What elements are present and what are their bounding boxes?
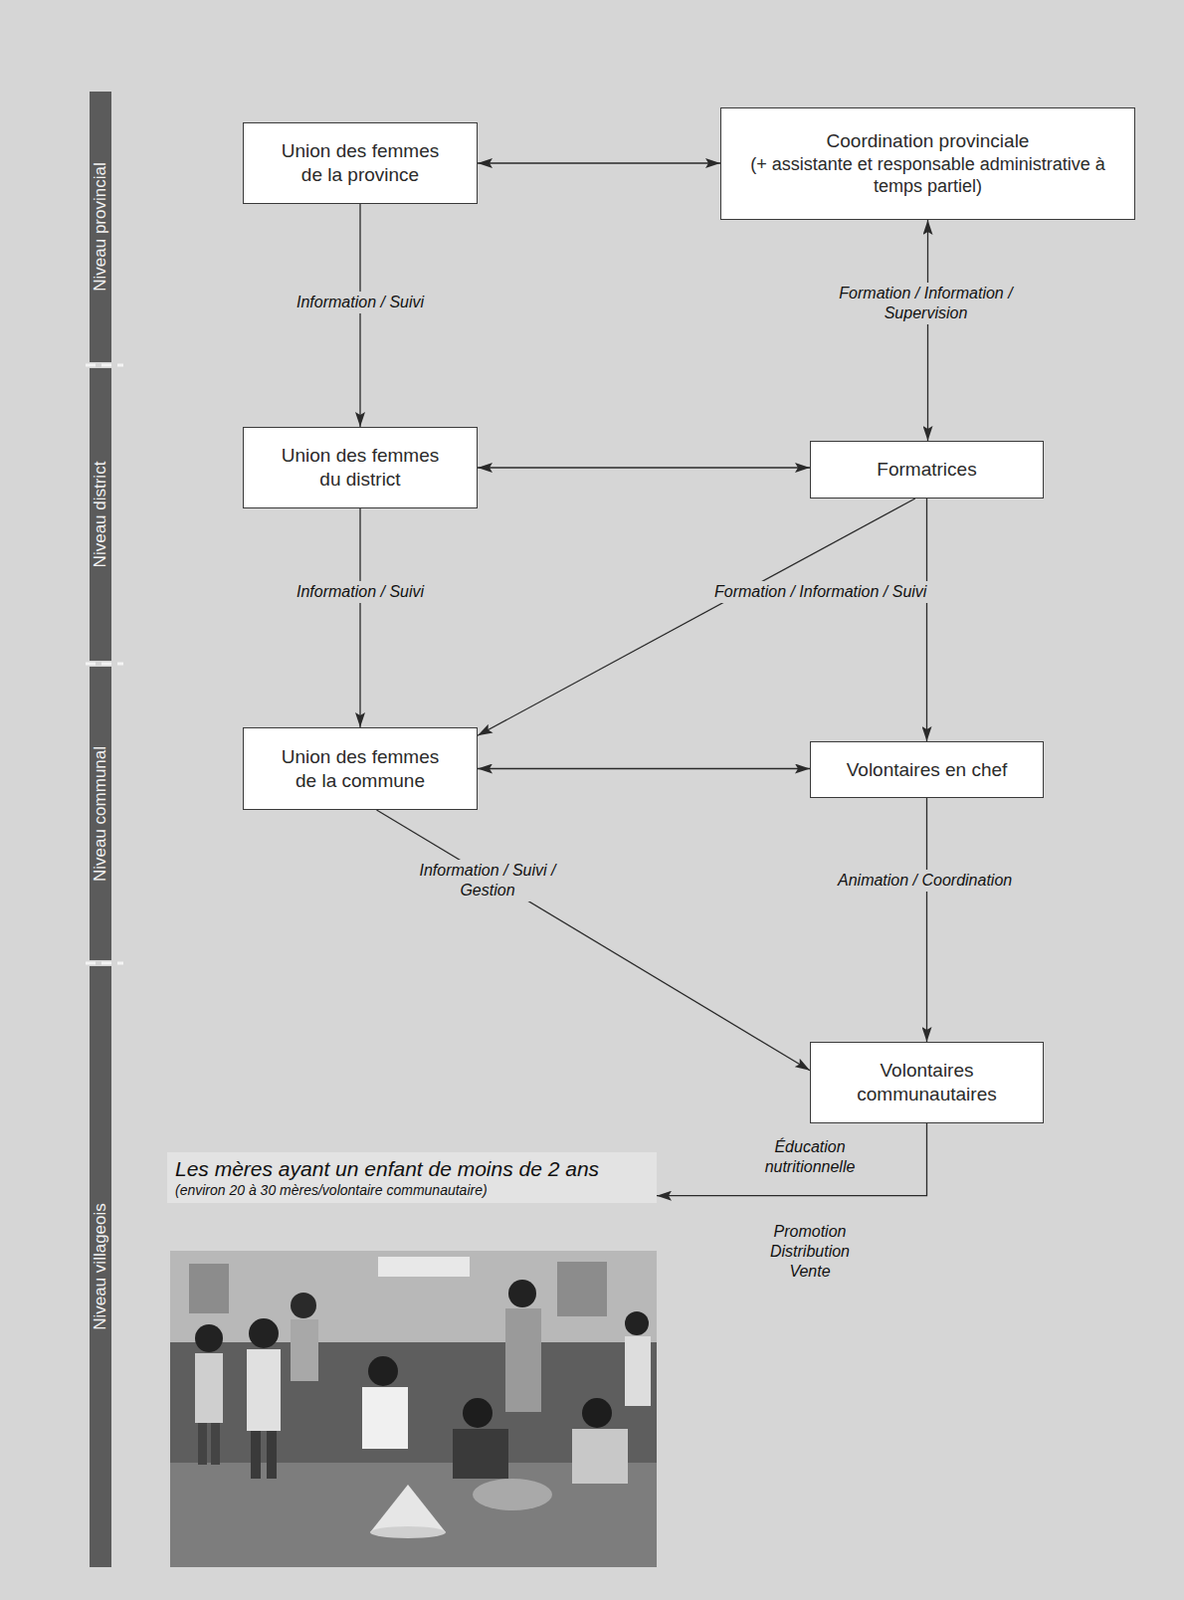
edge-label: Formation / Information / Supervision — [814, 282, 1037, 325]
photo-shape — [85, 364, 124, 368]
process-box: Formatrices — [809, 440, 1044, 499]
photo-shape — [85, 662, 124, 666]
node-text: (+ assistante et responsable administrat… — [735, 153, 1121, 198]
edge-label: Information / Suivi — [292, 581, 428, 603]
process-box: Union des femmes de la province — [242, 122, 478, 204]
edge-label: Information / Suivi / Gestion — [398, 859, 577, 902]
level-label: Niveau communal — [90, 745, 111, 881]
node-text: Volontaires communautaires — [842, 1058, 1012, 1107]
photo-shape — [195, 1353, 223, 1423]
node-text: Coordination provinciale — [826, 129, 1030, 154]
process-box: Union des femmes du district — [242, 426, 478, 509]
node-text: Volontaires en chef — [846, 758, 1008, 783]
photo-shape — [624, 1336, 651, 1406]
photo-shape — [170, 1250, 657, 1568]
photo-shape — [362, 1386, 408, 1449]
photo-shape — [624, 1311, 649, 1336]
level-band: Niveau district — [89, 368, 112, 661]
edge-label: Information / Suivi — [292, 291, 428, 314]
photo-shape — [378, 1256, 470, 1277]
edge-label: Éducation nutritionnelle — [746, 1136, 874, 1179]
process-box: Union des femmes de la commune — [242, 727, 478, 810]
photo-shape — [248, 1318, 279, 1349]
connector — [359, 203, 361, 427]
photo-shape — [582, 1397, 612, 1428]
node-text: Les mères ayant un enfant de moins de 2 … — [175, 1156, 649, 1182]
photo-shape — [246, 1349, 281, 1431]
process-box: Volontaires communautaires — [809, 1041, 1044, 1124]
photo-shape — [505, 1308, 542, 1412]
node-text: Union des femmes du district — [273, 443, 448, 492]
connector — [359, 508, 361, 728]
process-box: Coordination provinciale(+ assistante et… — [720, 107, 1136, 220]
target-group: Les mères ayant un enfant de moins de 2 … — [167, 1152, 657, 1203]
level-label: Niveau provincial — [90, 162, 111, 291]
photo-shape — [170, 1250, 657, 1343]
connector — [926, 498, 928, 742]
edge-label: Animation / Coordination — [833, 869, 1016, 892]
connector — [927, 219, 929, 441]
edge-label: Formation / Information / Suivi — [710, 581, 931, 603]
photo-shape — [368, 1356, 398, 1386]
photo — [170, 1250, 657, 1568]
photo-shape — [290, 1292, 317, 1319]
level-band: Niveau provincial — [89, 91, 112, 363]
photo-shape — [189, 1263, 229, 1314]
level-label: Niveau district — [90, 461, 111, 569]
connector — [656, 1123, 928, 1196]
photo-shape — [572, 1428, 628, 1484]
level-band: Niveau villageois — [89, 966, 112, 1568]
level-label: Niveau villageois — [90, 1202, 111, 1331]
photo-shape — [85, 962, 124, 966]
photo-shape — [508, 1279, 537, 1308]
node-text: Union des femmes de la province — [273, 139, 448, 188]
photo-shape — [370, 1484, 446, 1533]
connector — [477, 768, 810, 770]
photo-shape — [195, 1324, 223, 1353]
photo-shape — [266, 1430, 277, 1479]
level-band: Niveau communal — [89, 666, 112, 961]
photo-shape — [462, 1397, 493, 1428]
photo-shape — [472, 1478, 553, 1511]
connector — [926, 797, 928, 1042]
note-label: Promotion Distribution Vente — [756, 1220, 864, 1283]
level-separators — [85, 365, 124, 964]
photo-shape — [250, 1430, 261, 1479]
photo-shape — [370, 1526, 446, 1539]
process-box: Volontaires en chef — [809, 741, 1044, 798]
photo-shape — [290, 1319, 319, 1382]
node-text: Formatrices — [876, 457, 977, 482]
connector — [477, 162, 721, 164]
connector — [477, 498, 916, 736]
node-text: (environ 20 à 30 mères/volontaire commun… — [175, 1181, 649, 1199]
photo-shape — [210, 1422, 220, 1465]
photo-shape — [197, 1422, 207, 1465]
photo-shape — [452, 1428, 509, 1479]
connector — [377, 809, 811, 1071]
photo-shape — [557, 1261, 607, 1317]
node-text: Union des femmes de la commune — [273, 745, 448, 793]
connector — [477, 466, 810, 468]
